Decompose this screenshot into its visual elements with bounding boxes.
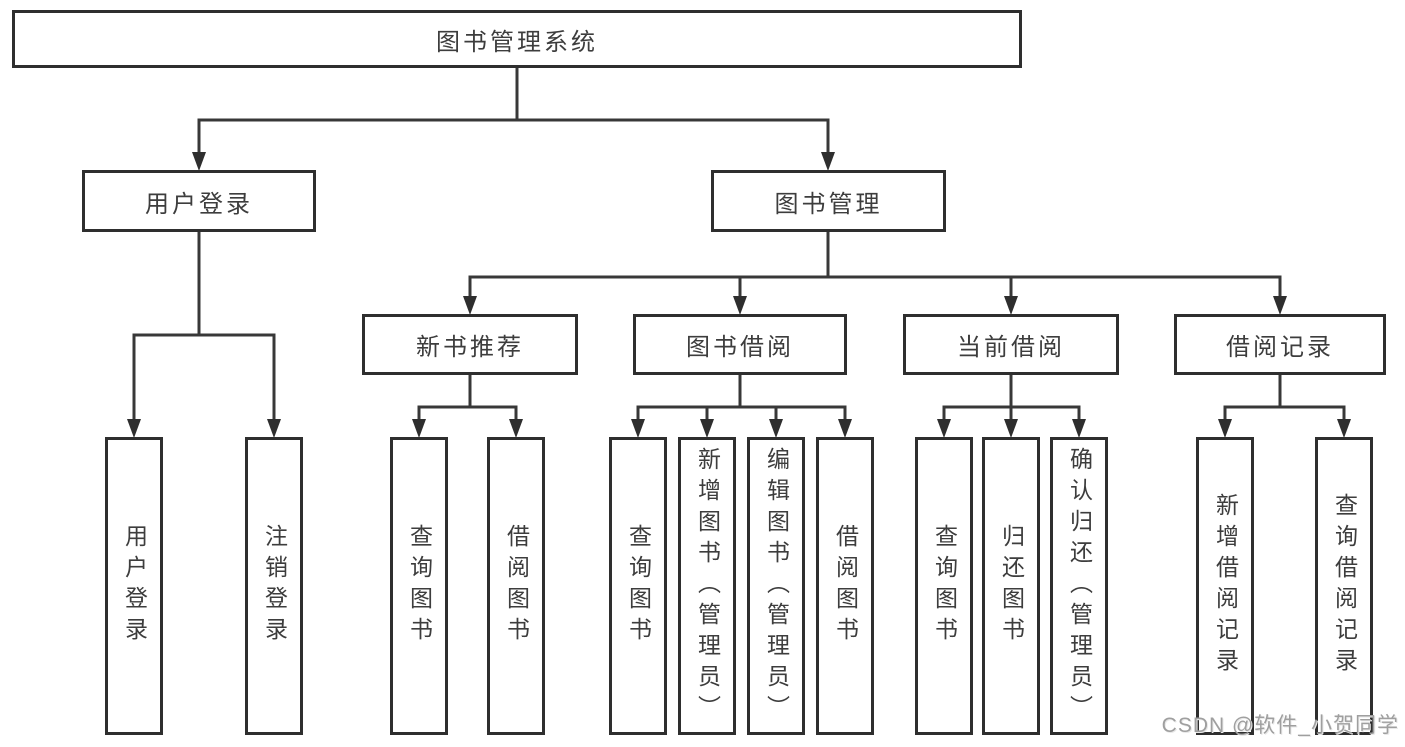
- node-leaf-confirm-return-admin: 确认归还（管理员）: [1050, 437, 1108, 735]
- node-label: 用户登录: [145, 190, 253, 218]
- node-leaf-query-books-3: 查询图书: [915, 437, 973, 735]
- node-label: 当前借阅: [957, 334, 1065, 361]
- node-label: 用户登录: [121, 524, 148, 648]
- node-leaf-add-book-admin: 新增图书（管理员）: [678, 437, 736, 735]
- node-leaf-return-book: 归还图书: [982, 437, 1040, 735]
- node-label: 确认归还（管理员）: [1066, 446, 1093, 726]
- node-leaf-user-login: 用户登录: [105, 437, 163, 735]
- node-label: 图书借阅: [686, 334, 794, 361]
- node-label: 查询借阅记录: [1331, 493, 1358, 679]
- node-leaf-logout: 注销登录: [245, 437, 303, 735]
- node-current-borrowing: 当前借阅: [903, 314, 1119, 375]
- arrowheads: [127, 152, 1351, 438]
- node-leaf-query-books-2: 查询图书: [609, 437, 667, 735]
- node-leaf-edit-book-admin: 编辑图书（管理员）: [747, 437, 805, 735]
- node-book-borrowing: 图书借阅: [633, 314, 847, 375]
- node-label: 借阅记录: [1226, 334, 1334, 361]
- node-label: 借阅图书: [832, 524, 859, 648]
- node-new-book-recommendation: 新书推荐: [362, 314, 578, 375]
- node-library-management-system: 图书管理系统: [12, 10, 1022, 68]
- node-label: 查询图书: [931, 524, 958, 648]
- node-borrowing-records: 借阅记录: [1174, 314, 1386, 375]
- node-label: 查询图书: [406, 524, 433, 648]
- node-label: 新增图书（管理员）: [694, 446, 721, 726]
- node-label: 归还图书: [998, 524, 1025, 648]
- node-label: 注销登录: [261, 524, 288, 648]
- node-label: 图书管理: [774, 190, 883, 218]
- node-leaf-query-borrow-record: 查询借阅记录: [1315, 437, 1373, 735]
- node-book-management: 图书管理: [711, 170, 946, 232]
- node-label: 查询图书: [625, 524, 652, 648]
- node-user-login: 用户登录: [82, 170, 316, 232]
- node-label: 借阅图书: [503, 524, 530, 648]
- node-label: 图书管理系统: [436, 28, 598, 56]
- node-label: 编辑图书（管理员）: [763, 446, 790, 726]
- node-leaf-add-borrow-record: 新增借阅记录: [1196, 437, 1254, 735]
- node-leaf-query-books-1: 查询图书: [390, 437, 448, 735]
- node-leaf-borrow-books-2: 借阅图书: [816, 437, 874, 735]
- node-label: 新书推荐: [416, 334, 524, 361]
- node-label: 新增借阅记录: [1212, 493, 1239, 679]
- node-leaf-borrow-books-1: 借阅图书: [487, 437, 545, 735]
- csdn-watermark: CSDN @软件_小贺同学: [1161, 714, 1399, 737]
